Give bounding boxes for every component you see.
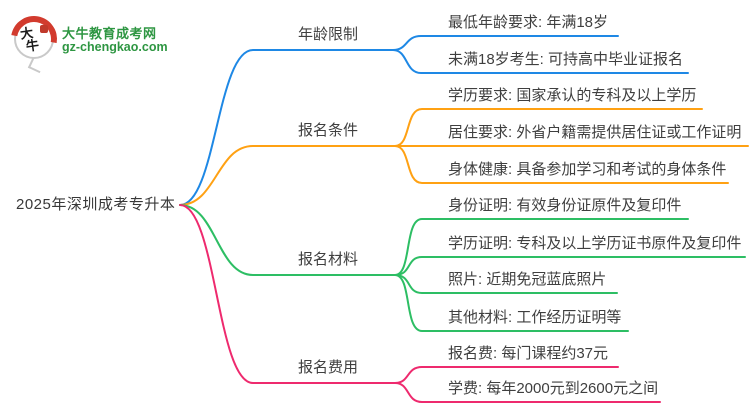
leaf-health-req: 身体健康: 具备参加学习和考试的身体条件 — [448, 161, 727, 178]
branch-age-limit: 年龄限制 — [298, 26, 359, 43]
branch-fees: 报名费用 — [298, 359, 359, 376]
leaf-education-req: 学历要求: 国家承认的专科及以上学历 — [448, 87, 697, 104]
connector-leaf-min-age — [392, 35, 619, 51]
connector-trunk-conditions — [179, 145, 396, 206]
leaf-other-materials: 其他材料: 工作经历证明等 — [448, 309, 622, 326]
leaf-reg-fee: 报名费: 每门课程约37元 — [448, 345, 609, 362]
logo-bubble — [14, 19, 54, 59]
leaf-photo: 照片: 近期免冠蓝底照片 — [448, 271, 607, 288]
site-logo: 大牛 大牛教育成考网 gz-chengkao.com — [1, 6, 180, 74]
branch-materials: 报名材料 — [298, 251, 359, 268]
connector-trunk-fees — [179, 204, 396, 384]
root-node: 2025年深圳成考专升本 — [16, 196, 176, 213]
leaf-tuition: 学费: 每年2000元到2600元之间 — [448, 380, 659, 397]
seal-icon — [40, 25, 48, 33]
leaf-id-proof: 身份证明: 有效身份证原件及复印件 — [448, 197, 682, 214]
leaf-edu-proof: 学历证明: 专科及以上学历证书原件及复印件 — [448, 235, 742, 252]
logo-title: 大牛教育成考网 — [62, 26, 157, 41]
leaf-min-age: 最低年龄要求: 年满18岁 — [448, 14, 609, 31]
logo-domain: gz-chengkao.com — [62, 40, 168, 54]
leaf-residence-req: 居住要求: 外省户籍需提供居住证或工作证明 — [448, 124, 742, 141]
leaf-under-18: 未满18岁考生: 可持高中毕业证报名 — [448, 51, 684, 68]
branch-conditions: 报名条件 — [298, 122, 359, 139]
